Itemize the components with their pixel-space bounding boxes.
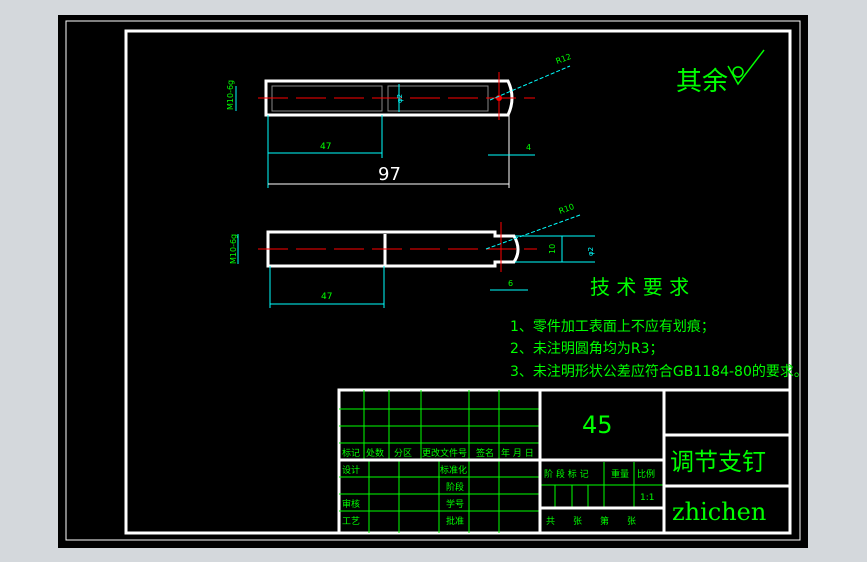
outer-frame xyxy=(65,20,801,541)
requirement-item: 1、零件加工表面上不应有划痕； xyxy=(510,318,715,335)
dim-47: 47 xyxy=(320,142,331,152)
rev-header: 标记 xyxy=(342,447,360,459)
requirement-item: 3、未注明形状公差应符合GB1184-80的要求。 xyxy=(510,363,808,380)
label-stage: 阶段 xyxy=(446,481,464,493)
material: 45 xyxy=(582,411,613,439)
dim-thread: M10-6g xyxy=(226,80,235,110)
rev-header: 处数 xyxy=(366,447,384,459)
requirements-title: 技 术 要 求 xyxy=(590,275,689,299)
roughness-label: 其余 xyxy=(676,67,728,97)
dim-10: 10 xyxy=(548,244,557,254)
scale-header: 比例 xyxy=(637,468,655,480)
label-approve: 批准 xyxy=(446,515,464,527)
label-student-id: 学号 xyxy=(446,498,464,510)
dim-97: 97 xyxy=(378,164,401,185)
view-1: R12 M10-6g φ2 47 97 4 xyxy=(226,52,572,188)
company-name: zhichen xyxy=(672,498,766,526)
requirement-item: 2、未注明圆角均为R3； xyxy=(510,341,664,357)
label-review: 审核 xyxy=(342,498,360,510)
roughness-note: 其余 xyxy=(676,49,765,97)
technical-requirements: 技 术 要 求 1、零件加工表面上不应有划痕； 2、未注明圆角均为R3； 3、未… xyxy=(510,275,808,380)
weight-header: 重量 xyxy=(611,468,629,480)
stage-header: 阶 段 标 记 xyxy=(544,468,589,480)
scale-value: 1:1 xyxy=(640,493,654,503)
label-process: 工艺 xyxy=(342,516,360,527)
label-design: 设计 xyxy=(342,464,360,476)
rev-header: 年 月 日 xyxy=(501,447,534,459)
dim-thread: M10-6g xyxy=(229,234,238,264)
label-standard: 标准化 xyxy=(440,464,467,476)
title-block: 标记 处数 分区 更改文件号 签名 年 月 日 设计 标准化 审核 工艺 阶段 … xyxy=(337,388,792,535)
surface-roughness-icon xyxy=(727,49,765,86)
part-name: 调节支钉 xyxy=(670,448,766,476)
dim-6: 6 xyxy=(508,279,513,288)
dim-4: 4 xyxy=(526,143,531,152)
rev-header: 分区 xyxy=(394,448,412,459)
dim-diameter: φ2 xyxy=(587,247,595,256)
dim-47: 47 xyxy=(321,292,332,302)
sheet-count: 共 张 第 张 xyxy=(546,515,636,527)
dim-diameter: φ2 xyxy=(396,94,404,103)
rev-header: 签名 xyxy=(476,447,494,459)
rev-header: 更改文件号 xyxy=(422,447,467,459)
